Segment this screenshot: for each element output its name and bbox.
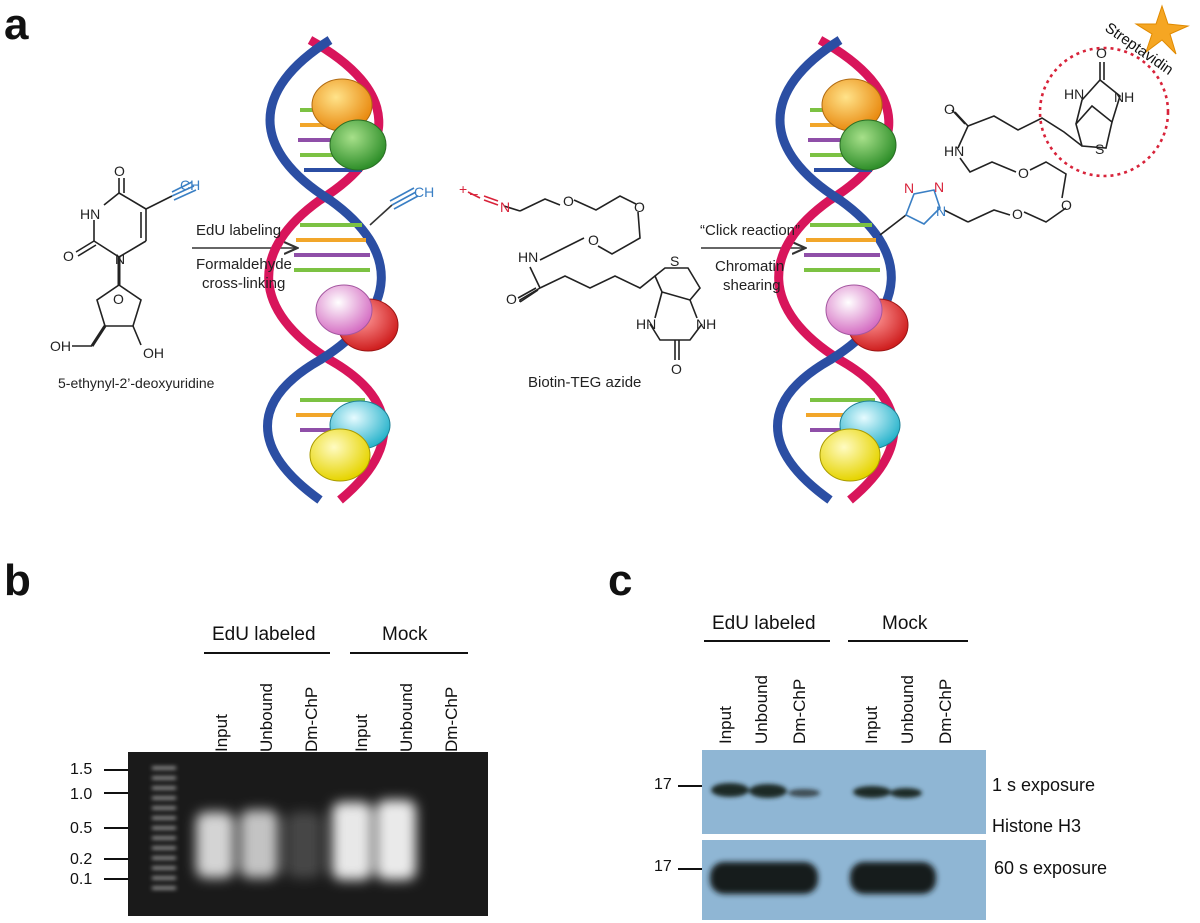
blot-band	[711, 783, 749, 797]
biotin-nh: NH	[696, 316, 716, 332]
edu-hn: HN	[80, 206, 100, 222]
blot-group-edu: EdU labeled	[712, 613, 816, 634]
blot-band	[710, 862, 818, 894]
step2-label-bottom-2: shearing	[723, 277, 781, 294]
star-icon	[1134, 4, 1190, 55]
prod-o3: O	[1018, 165, 1029, 181]
ladder-label: 0.2	[70, 851, 93, 868]
blot-group-edu-line	[704, 640, 830, 642]
gel-smear	[240, 810, 278, 878]
blot-image	[702, 750, 986, 920]
triazole-n1: N	[904, 180, 914, 196]
blot-marker-bottom: 17	[654, 858, 672, 875]
edu-o-top: O	[114, 163, 125, 179]
gel-lane-label: Unbound	[257, 682, 276, 752]
triazole-n2: N	[934, 179, 944, 195]
blot-group-mock-line	[848, 640, 968, 642]
blot-marker-top-tick	[678, 785, 702, 787]
blot-group-mock: Mock	[882, 613, 928, 634]
blot-lane-label: Dm-ChP	[936, 678, 955, 744]
product-structure	[879, 62, 1121, 236]
gel-group-mock: Mock	[382, 624, 428, 645]
blot-lane-label: Dm-ChP	[790, 678, 809, 744]
azide-plus: +	[459, 181, 467, 197]
gel-group-mock-line	[350, 652, 468, 654]
edu-oh-right: OH	[143, 345, 164, 361]
blot-lane-label: Input	[716, 706, 735, 744]
streptavidin-circle	[1038, 46, 1170, 178]
biotin-s: S	[670, 253, 679, 269]
edu-structure	[72, 178, 197, 347]
step1-label-bottom-2: cross-linking	[202, 275, 286, 292]
panel-label-b: b	[4, 556, 31, 605]
prod-hn: HN	[944, 143, 964, 159]
azide-n: N	[500, 199, 510, 215]
blot-marker-bottom-tick	[678, 868, 702, 870]
biotin-hn: HN	[636, 316, 656, 332]
gel-lane-label: Dm-ChP	[302, 686, 321, 752]
prod-o2: O	[1061, 197, 1072, 213]
teg-o3: O	[588, 232, 599, 248]
dna-helix-left: CH	[263, 36, 434, 504]
step1-label-top: EdU labeling	[196, 222, 282, 239]
blot-lane-label: Input	[862, 706, 881, 744]
scheme-figure: CH O HN O N O OH OH	[50, 4, 1190, 504]
prod-amide-o: O	[944, 101, 955, 117]
edu-oh-left: OH	[50, 338, 71, 354]
gel-group-edu-line	[204, 652, 330, 654]
prod-s: S	[1095, 141, 1104, 157]
prod-ring-hn: HN	[1064, 86, 1084, 102]
blot-band	[749, 784, 787, 798]
gel-lane-label: Dm-ChP	[442, 686, 461, 752]
step2-label-bottom-1: Chromatin	[715, 258, 785, 275]
blot-band	[788, 789, 820, 797]
panel-label-a: a	[4, 0, 29, 49]
teg-o2: O	[634, 199, 645, 215]
reagent-name: Biotin-TEG azide	[528, 374, 642, 391]
gel-smear	[332, 802, 372, 880]
ladder-bands	[152, 766, 176, 890]
gel-smear	[286, 812, 322, 878]
dna-helix-right	[773, 36, 909, 504]
biotin-azide-structure	[467, 191, 703, 360]
blot-marker-top: 17	[654, 776, 672, 793]
prod-ring-o: O	[1096, 45, 1107, 61]
teg-o1: O	[563, 193, 574, 209]
prod-o1: O	[1012, 206, 1023, 222]
blot-label-protein: Histone H3	[992, 816, 1082, 836]
gel-lane-label: Input	[352, 714, 371, 752]
step1-label-bottom-1: Formaldehyde	[196, 256, 292, 273]
blot-label-60s: 60 s exposure	[994, 858, 1108, 878]
gel-lane-label: Input	[212, 714, 231, 752]
blot-band	[853, 786, 891, 798]
ladder-label: 0.5	[70, 820, 93, 837]
ladder-label: 1.5	[70, 761, 93, 778]
gel-smear	[196, 812, 234, 878]
biotin-o: O	[671, 361, 682, 377]
edu-o-ring: O	[113, 291, 124, 307]
azide-minus: –	[470, 185, 478, 201]
step2-label-top: “Click reaction”	[700, 222, 801, 239]
gel-group-edu: EdU labeled	[212, 624, 316, 645]
dna-ch-label: CH	[414, 184, 434, 200]
blot-band	[850, 862, 936, 894]
blot-band	[890, 788, 922, 798]
prod-ring-nh: NH	[1114, 89, 1134, 105]
gel-lane-label: Unbound	[397, 682, 416, 752]
blot-label-1s: 1 s exposure	[992, 775, 1096, 795]
ladder-label: 0.1	[70, 871, 93, 888]
triazole-n3: N	[936, 203, 946, 219]
biotin-amide-hn: HN	[518, 249, 538, 265]
ladder-label: 1.0	[70, 786, 93, 803]
edu-o-left: O	[63, 248, 74, 264]
blot-lane-label: Unbound	[898, 674, 917, 744]
biotin-amide-o: O	[506, 291, 517, 307]
gel-smear	[376, 800, 416, 880]
blot-lane-label: Unbound	[752, 674, 771, 744]
edu-ch-label: CH	[180, 177, 200, 193]
panel-label-c: c	[608, 556, 633, 605]
edu-name: 5-ethynyl-2’-deoxyuridine	[58, 375, 215, 391]
edu-n: N	[115, 251, 125, 267]
gel-image	[104, 752, 488, 916]
